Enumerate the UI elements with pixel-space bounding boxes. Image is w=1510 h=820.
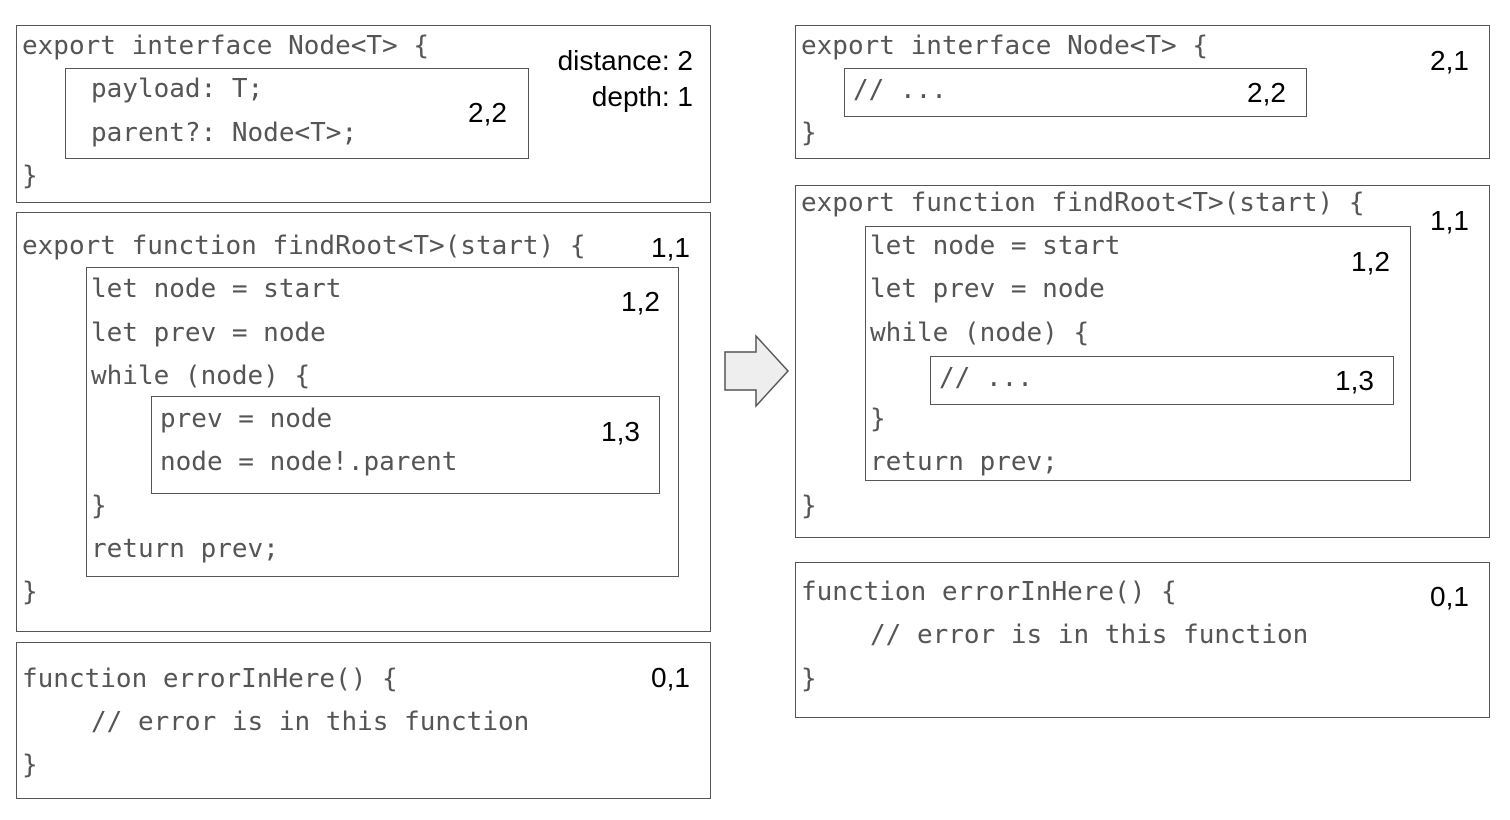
left-error-closer: } [22, 750, 38, 780]
left-interface-header: export interface Node<T> { [22, 31, 429, 61]
right-function-return-line: return prev; [870, 447, 1058, 477]
right-function-header: export function findRoot<T>(start) { [801, 188, 1365, 218]
right-function-innermost-label: 1,3 [1335, 365, 1374, 396]
left-function-line-let-prev: let prev = node [91, 318, 326, 348]
right-function-closer: } [801, 491, 817, 521]
left-error-body: // error is in this function [91, 707, 530, 737]
left-function-inner-block [86, 267, 679, 577]
right-function-innermost-text: // ... [939, 363, 1033, 393]
right-error-body: // error is in this function [870, 620, 1309, 650]
right-interface-inner-block [844, 68, 1307, 117]
left-function-innermost-line-2: node = node!.parent [160, 447, 458, 477]
right-interface-block [795, 25, 1490, 159]
right-error-block [795, 562, 1490, 718]
left-interface-inner-label: 2,2 [468, 97, 507, 128]
left-interface-inner-block [65, 68, 529, 159]
left-function-return-line: return prev; [91, 534, 279, 564]
right-function-block [795, 185, 1490, 538]
right-error-closer: } [801, 664, 817, 694]
right-error-header: function errorInHere() { [801, 577, 1177, 607]
left-function-label: 1,1 [651, 232, 690, 263]
right-function-inner-block [865, 226, 1411, 481]
left-depth-label: depth: 1 [591, 81, 693, 112]
right-function-line-let-node: let node = start [870, 231, 1121, 261]
left-error-label: 0,1 [651, 662, 690, 693]
left-function-line-let-node: let node = start [91, 274, 342, 304]
right-function-line-while: while (node) { [870, 318, 1090, 348]
left-error-header: function errorInHere() { [22, 664, 398, 694]
right-arrow-icon [724, 334, 790, 408]
right-function-while-closer: } [870, 404, 886, 434]
left-interface-block [16, 25, 711, 203]
left-function-innermost-block [151, 396, 660, 494]
right-interface-inner-text: // ... [853, 75, 947, 105]
left-function-line-while: while (node) { [91, 361, 311, 391]
left-interface-closer: } [22, 161, 38, 191]
left-function-header: export function findRoot<T>(start) { [22, 231, 586, 261]
right-interface-header: export interface Node<T> { [801, 31, 1208, 61]
left-function-inner-label: 1,2 [621, 286, 660, 317]
left-interface-inner-line-2: parent?: Node<T>; [91, 118, 358, 148]
right-interface-closer: } [801, 118, 817, 148]
left-error-block [16, 642, 711, 799]
arrow-shape [724, 334, 790, 408]
right-function-label: 1,1 [1430, 205, 1469, 236]
left-function-closer: } [22, 577, 38, 607]
left-distance-label: distance: 2 [557, 45, 693, 76]
left-interface-inner-line-1: payload: T; [91, 74, 264, 104]
right-function-line-let-prev: let prev = node [870, 274, 1105, 304]
left-function-innermost-line-1: prev = node [160, 404, 333, 434]
right-function-inner-label: 1,2 [1351, 246, 1390, 277]
left-function-innermost-label: 1,3 [601, 416, 640, 447]
right-function-innermost-block [930, 356, 1394, 405]
left-function-block [16, 212, 711, 632]
right-interface-inner-label: 2,2 [1247, 77, 1286, 108]
right-interface-label: 2,1 [1430, 45, 1469, 76]
right-error-label: 0,1 [1430, 581, 1469, 612]
left-function-while-closer: } [91, 491, 107, 521]
